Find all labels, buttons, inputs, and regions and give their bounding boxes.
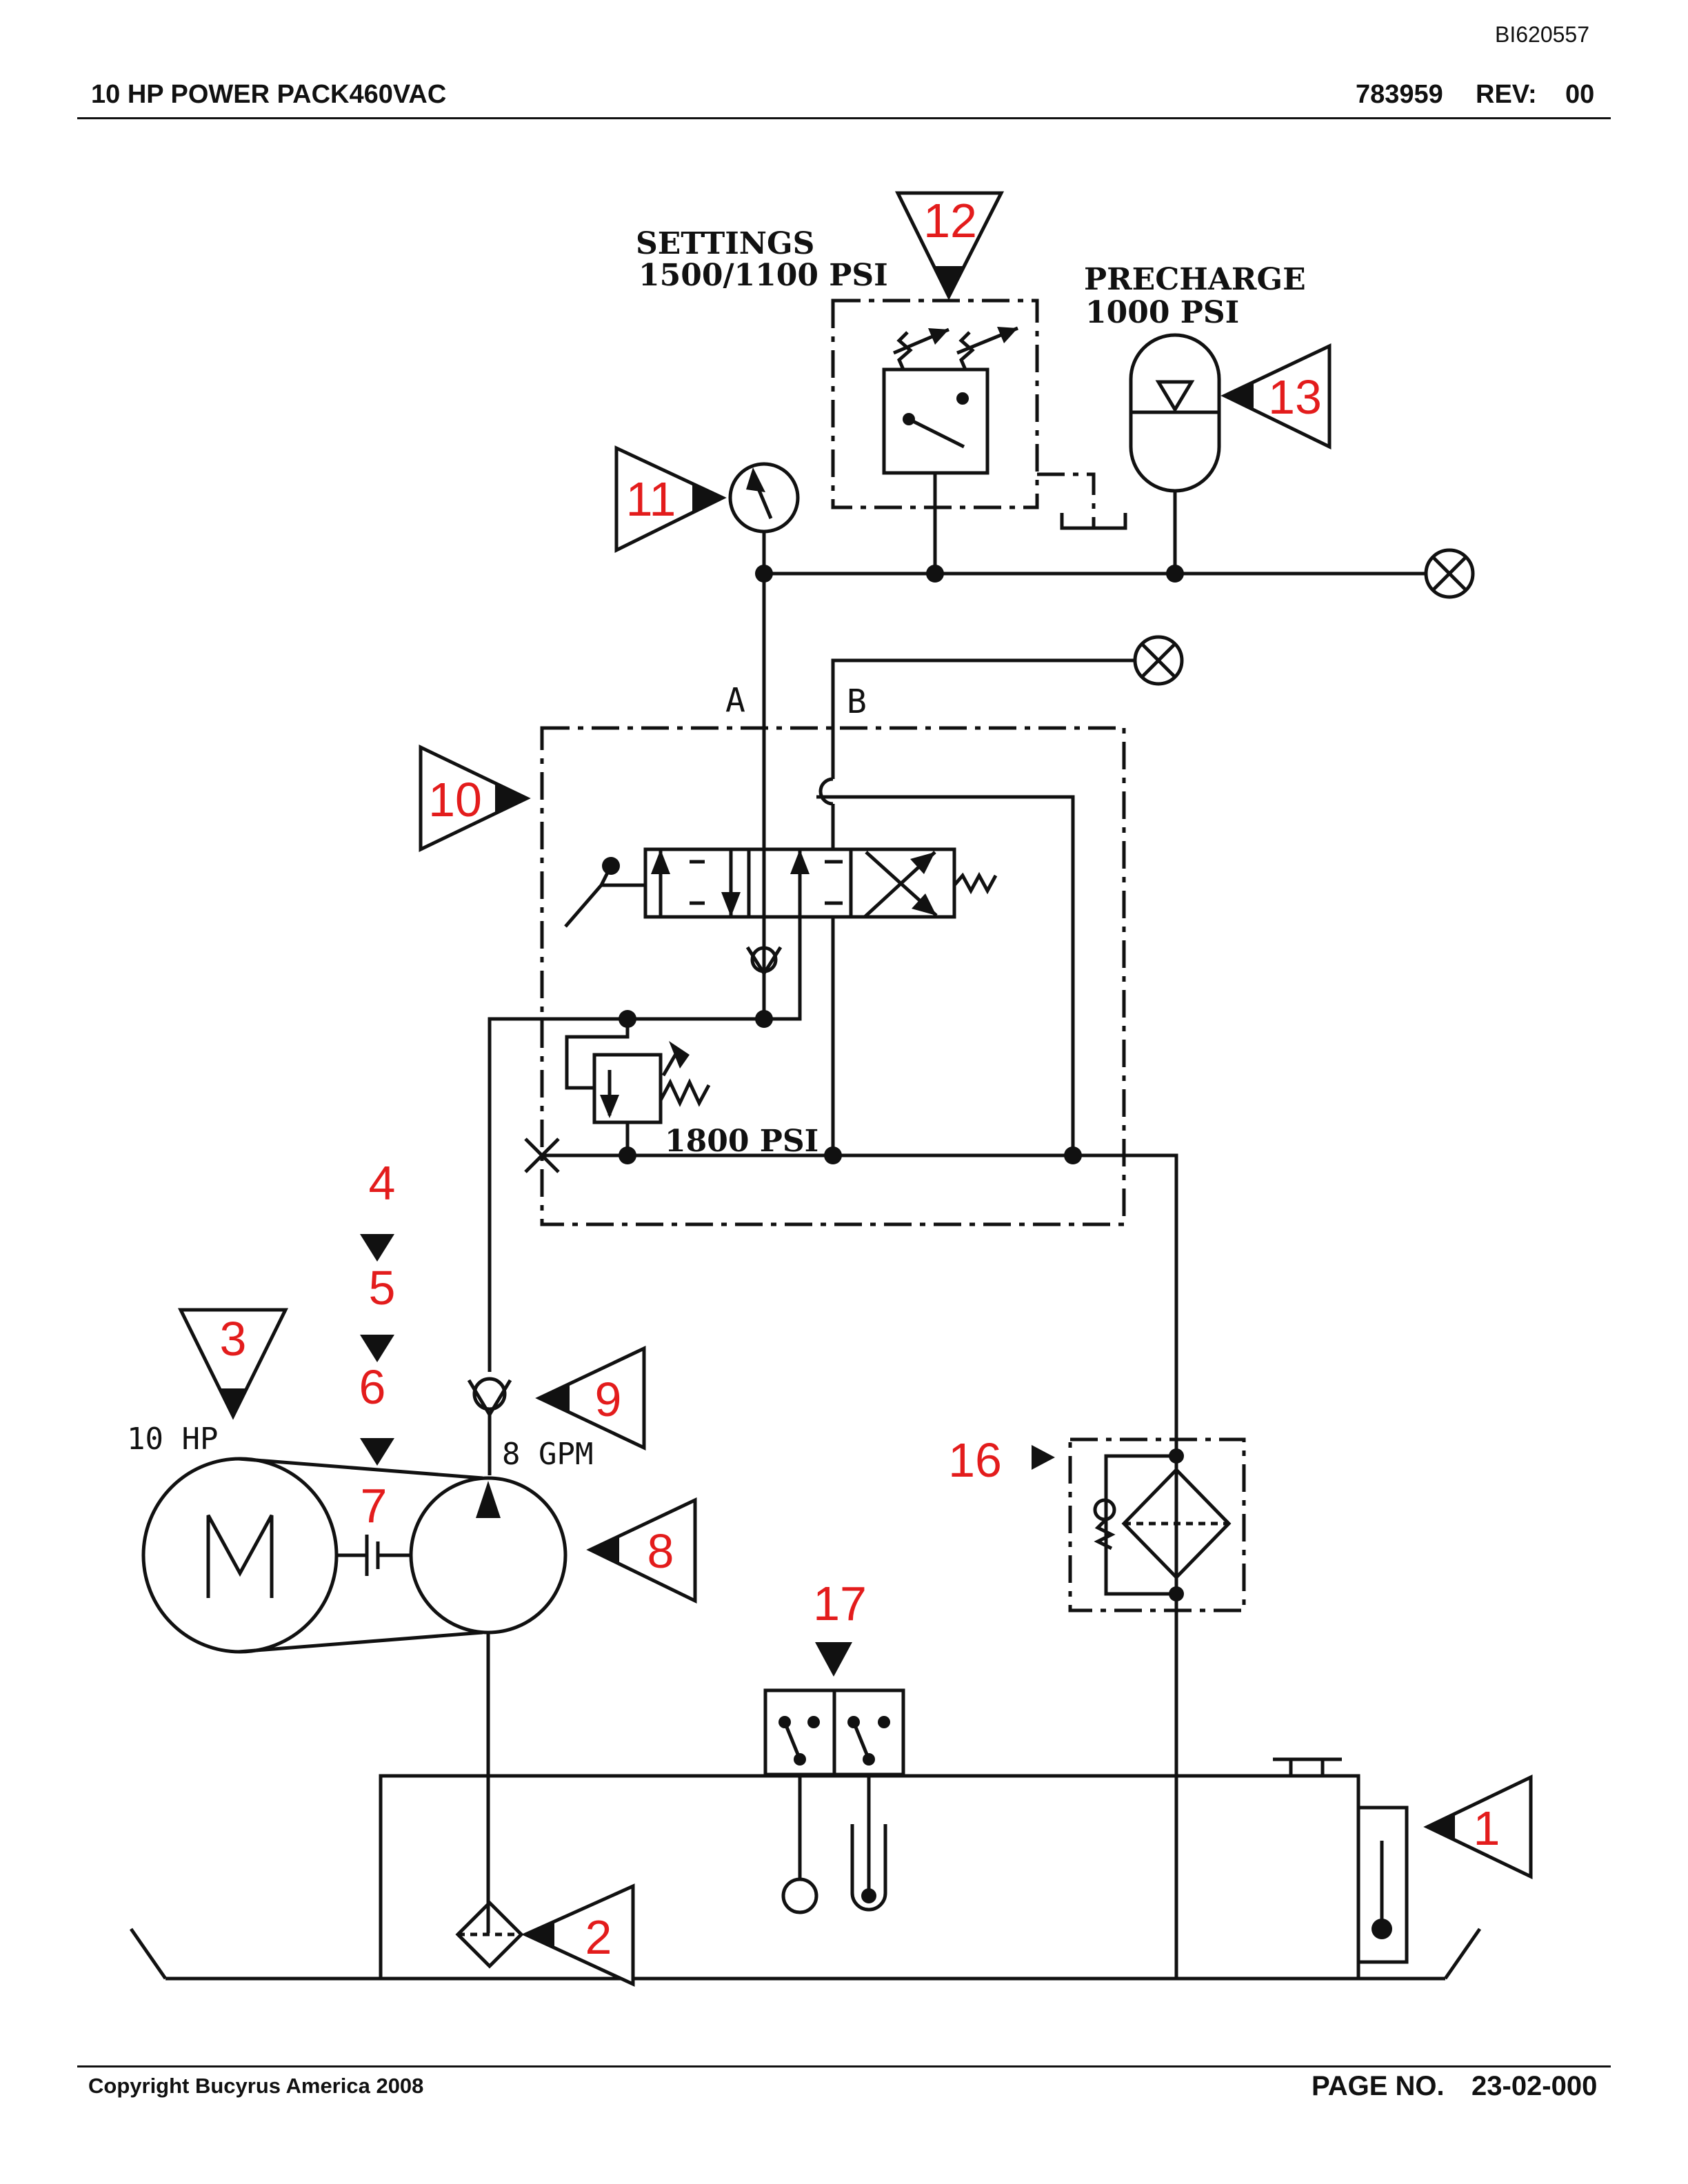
valve-check: [745, 917, 783, 1020]
svg-text:5: 5: [369, 1261, 396, 1315]
footer-rule: [77, 2065, 1611, 2067]
document-id: BI620557: [1495, 22, 1590, 47]
port-a-label: A: [725, 681, 745, 720]
relief-valve: [565, 1019, 711, 1155]
line-crossover: [818, 777, 834, 806]
motor-hp-label: 10 HP: [127, 1422, 218, 1457]
callout-6: 6: [359, 1360, 394, 1466]
level-temperature-switch: [763, 1688, 905, 1914]
callout-17: 17: [813, 1577, 867, 1677]
svg-text:6: 6: [359, 1360, 386, 1414]
pump-flow-label: 8 GPM: [502, 1437, 593, 1472]
part-number: 783959: [1356, 80, 1443, 109]
callout-9: 9: [535, 1346, 646, 1450]
accumulator: [1129, 333, 1221, 574]
callout-16: 16: [948, 1433, 1055, 1487]
plug-port-b: [1133, 635, 1184, 686]
pressure-gauge: [728, 462, 800, 574]
svg-text:16: 16: [948, 1433, 1002, 1487]
callout-4: 4: [360, 1156, 395, 1262]
orifice-cross: [524, 1138, 560, 1173]
callout-10: 10: [419, 745, 531, 852]
copyright-notice: Copyright Bucyrus America 2008: [88, 2074, 424, 2098]
directional-valve: [564, 847, 998, 928]
callout-7: 7: [361, 1479, 388, 1533]
page-number-label: PAGE NO.: [1312, 2071, 1445, 2101]
port-b-label: B: [847, 682, 867, 721]
settings-label: SETTINGS: [636, 226, 814, 261]
valve-assembly-boundary: [540, 726, 1126, 1226]
return-filter: [1068, 1437, 1246, 1612]
callout-1: 1: [1423, 1775, 1533, 1879]
pump-unit: [238, 1457, 567, 1933]
pump-check-valve: [467, 1377, 512, 1475]
svg-text:7: 7: [361, 1479, 388, 1533]
suction-strainer: [455, 1900, 524, 1969]
precharge-value: 1000 PSI: [1085, 295, 1239, 330]
relief-setting-label: 1800 PSI: [665, 1124, 818, 1159]
callout-5: 5: [360, 1261, 395, 1362]
svg-text:11: 11: [626, 472, 676, 526]
electric-motor: [141, 1457, 339, 1654]
valve-return-line: [816, 795, 1075, 1155]
svg-text:9: 9: [595, 1373, 622, 1426]
svg-text:10: 10: [428, 773, 482, 827]
svg-text:4: 4: [369, 1156, 396, 1210]
callout-12: 12: [894, 191, 1005, 301]
return-line: [542, 1153, 1178, 1979]
plug-port-a: [1424, 548, 1475, 599]
precharge-label: PRECHARGE: [1084, 262, 1306, 297]
svg-text:13: 13: [1268, 370, 1322, 424]
page-title: 10 HP POWER PACK460VAC: [91, 80, 447, 109]
valve-pressure-line: [764, 917, 802, 1021]
callout-2: 2: [521, 1883, 635, 1987]
svg-text:3: 3: [220, 1312, 247, 1366]
callout-3: 3: [177, 1308, 289, 1420]
reservoir: [129, 1757, 1482, 1981]
settings-value: 1500/1100 PSI: [639, 258, 888, 293]
svg-text:12: 12: [923, 194, 977, 247]
svg-text:1: 1: [1474, 1801, 1500, 1855]
svg-text:17: 17: [813, 1577, 867, 1630]
callout-8: 8: [586, 1497, 697, 1604]
revision-value: 00: [1565, 80, 1595, 109]
callout-13: 13: [1220, 343, 1332, 449]
revision-label: REV:: [1476, 80, 1537, 109]
port-b-line: [831, 658, 1135, 779]
pressure-switch: [831, 299, 1127, 574]
header-rule: [77, 117, 1611, 119]
svg-text:8: 8: [647, 1524, 674, 1578]
svg-text:2: 2: [585, 1910, 612, 1964]
motor-symbol: M: [234, 1573, 235, 1574]
pump-to-valve-line: [488, 1017, 764, 1372]
callout-11: 11: [614, 445, 727, 554]
page-number-value: 23-02-000: [1471, 2071, 1598, 2101]
